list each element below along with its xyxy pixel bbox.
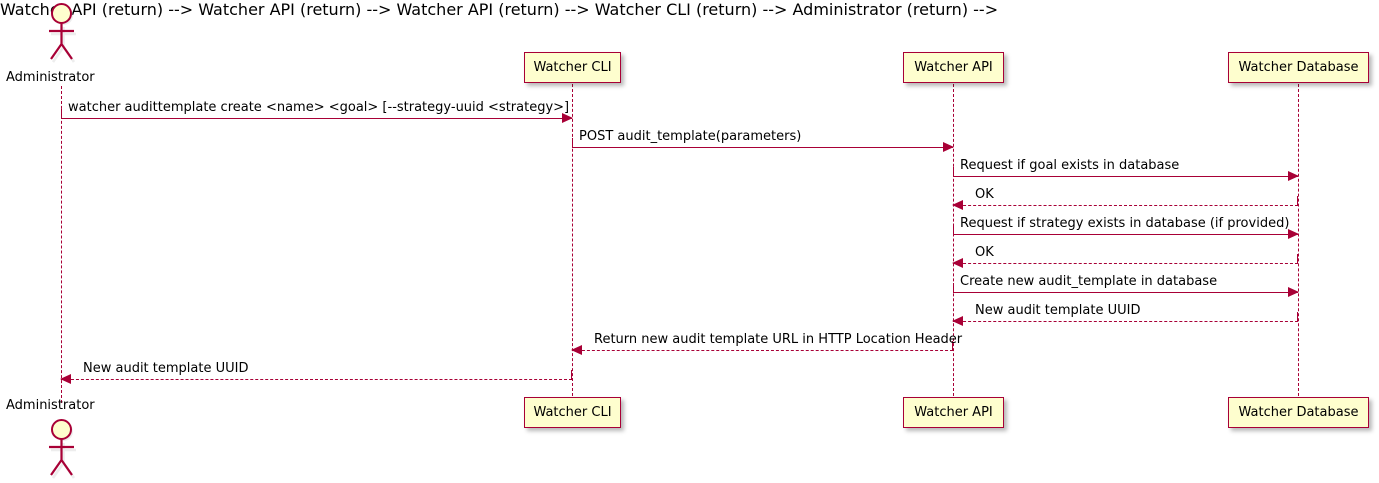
- message-label: Create new audit_template in database: [960, 274, 1218, 289]
- participant-watcher-cli-top[interactable]: Watcher CLI: [524, 52, 621, 83]
- message-line: [953, 321, 1298, 322]
- actor-label-administrator-bottom: Administrator: [6, 398, 95, 413]
- message-line: [572, 350, 953, 351]
- message-tail: [1297, 196, 1298, 205]
- participant-label: Watcher API: [914, 60, 993, 75]
- participant-watcher-api-bottom[interactable]: Watcher API: [903, 397, 1004, 428]
- participant-label: Watcher API: [914, 405, 993, 420]
- message-line: [61, 379, 572, 380]
- message-label: Return new audit template URL in HTTP Lo…: [594, 332, 963, 347]
- participant-watcher-database-top[interactable]: Watcher Database: [1228, 52, 1369, 83]
- arrowhead-icon: [952, 200, 963, 210]
- arrowhead-icon: [952, 316, 963, 326]
- arrowhead-icon: [1288, 287, 1299, 297]
- message-tail: [953, 283, 954, 292]
- message-label: watcher audittemplate create <name> <goa…: [68, 100, 570, 115]
- message-line: [953, 176, 1298, 177]
- message-tail: [572, 138, 573, 147]
- message-label: OK: [975, 245, 994, 260]
- message-line: [953, 292, 1298, 293]
- actor-icon: [49, 419, 76, 479]
- message-line: [953, 205, 1298, 206]
- participant-watcher-api-top[interactable]: Watcher API: [903, 52, 1004, 83]
- arrowhead-icon: [1288, 229, 1299, 239]
- message-tail: [1297, 312, 1298, 321]
- message-line: [61, 118, 572, 119]
- message-label: New audit template UUID: [975, 303, 1141, 318]
- message-tail: [571, 370, 572, 379]
- message-line: [572, 147, 953, 148]
- message-line: [953, 263, 1298, 264]
- participant-label: Watcher Database: [1238, 60, 1359, 75]
- lifeline-watcher-cli: [572, 84, 573, 396]
- message-tail: [952, 341, 953, 350]
- arrowhead-icon: [562, 113, 573, 123]
- lifeline-watcher-database: [1298, 84, 1299, 396]
- message-label: POST audit_template(parameters): [579, 129, 802, 144]
- actor-administrator-top: [41, 2, 82, 64]
- actor-label-administrator-top: Administrator: [6, 70, 95, 85]
- message-label: Request if goal exists in database: [960, 158, 1180, 173]
- arrowhead-icon: [943, 142, 954, 152]
- message-tail: [61, 109, 62, 118]
- participant-watcher-cli-bottom[interactable]: Watcher CLI: [524, 397, 621, 428]
- participant-label: Watcher CLI: [533, 60, 612, 75]
- actor-icon: [49, 3, 76, 63]
- message-label: Request if strategy exists in database (…: [960, 216, 1290, 231]
- message-label: OK: [975, 187, 994, 202]
- participant-watcher-database-bottom[interactable]: Watcher Database: [1228, 397, 1369, 428]
- message-tail: [953, 225, 954, 234]
- actor-administrator-bottom: [41, 418, 82, 480]
- message-line: [953, 234, 1298, 235]
- arrowhead-icon: [1288, 171, 1299, 181]
- arrowhead-icon: [952, 258, 963, 268]
- arrowhead-icon: [60, 374, 71, 384]
- arrowhead-icon: [571, 345, 582, 355]
- message-label: New audit template UUID: [83, 361, 249, 376]
- message-tail: [953, 167, 954, 176]
- participant-label: Watcher Database: [1238, 405, 1359, 420]
- message-tail: [1297, 254, 1298, 263]
- lifeline-watcher-api: [953, 84, 954, 396]
- participant-label: Watcher CLI: [533, 405, 612, 420]
- lifeline-administrator: [61, 86, 62, 403]
